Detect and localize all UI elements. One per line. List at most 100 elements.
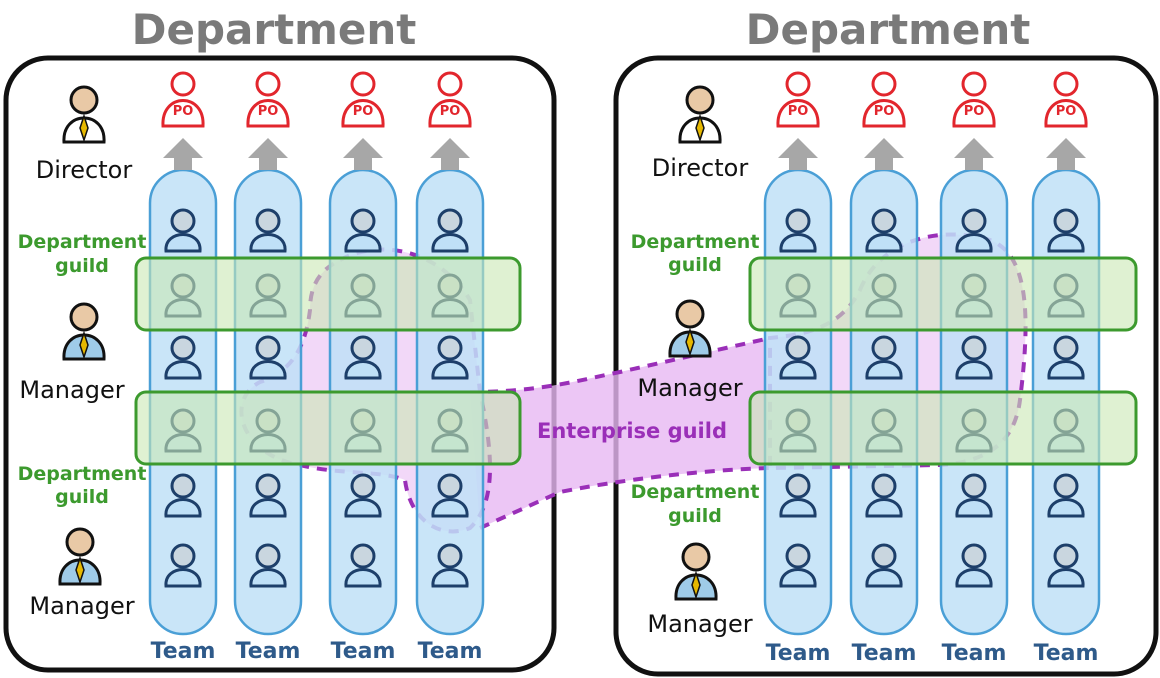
product-owner-left-3: PO: [341, 71, 385, 128]
po-label: PO: [173, 104, 194, 119]
member-head: [437, 208, 463, 234]
team-column-right-4: PO: [1031, 71, 1101, 636]
team-member-right-2-1: [865, 208, 903, 253]
member-head: [871, 208, 897, 234]
member-body: [249, 498, 287, 518]
team-member-left-2-5: [249, 473, 287, 518]
member-head: [961, 473, 987, 499]
member-body: [164, 498, 202, 518]
po-arrow: [778, 138, 818, 170]
team-label-right-2: Team: [852, 641, 917, 666]
member-head: [871, 335, 897, 361]
product-owner-right-4: PO: [1044, 71, 1088, 128]
po-head: [170, 71, 196, 97]
member-head: [871, 473, 897, 499]
department-guild-label-right-upper-line2: guild: [668, 254, 722, 276]
department-guild-label-left-lower-line2: guild: [55, 486, 109, 508]
po-arrow: [343, 138, 383, 170]
member-body: [779, 568, 817, 588]
member-body: [164, 233, 202, 253]
team-label-right-1: Team: [766, 641, 831, 666]
member-head: [1053, 208, 1079, 234]
member-head: [785, 208, 811, 234]
member-body: [344, 568, 382, 588]
team-column-right-2: PO: [849, 71, 919, 636]
product-owner-right-2: PO: [862, 71, 906, 128]
po-body: [862, 99, 906, 128]
leader-head: [69, 85, 99, 115]
member-body: [431, 498, 469, 518]
po-arrow: [954, 138, 994, 170]
po-body: [161, 99, 205, 128]
department-guild-bar-right-lower: [748, 390, 1138, 466]
tie-icon: [695, 113, 705, 143]
manager-figure-right-lower: [674, 542, 718, 601]
member-body: [955, 498, 993, 518]
member-body: [779, 498, 817, 518]
team-column-left-4: PO: [415, 71, 485, 636]
member-head: [350, 208, 376, 234]
po-label: PO: [258, 104, 279, 119]
po-label: PO: [964, 104, 985, 119]
department-frame-right: [613, 55, 1159, 677]
member-head: [871, 543, 897, 569]
member-head: [961, 208, 987, 234]
director-label-left: Director: [36, 156, 133, 184]
enterprise-guild-bridge-bottom-edge: [479, 466, 771, 530]
team-member-left-2-3: [249, 335, 287, 380]
team-column-right-3: PO: [939, 71, 1009, 636]
team-label-left-4: Team: [418, 639, 483, 664]
team-member-right-3-3: [955, 335, 993, 380]
member-head: [785, 335, 811, 361]
tie-icon: [75, 555, 85, 585]
team-member-left-4-3: [431, 335, 469, 380]
po-body: [246, 99, 290, 128]
product-owner-left-4: PO: [428, 71, 472, 128]
member-head: [255, 473, 281, 499]
team-member-left-4-1: [431, 208, 469, 253]
po-arrow: [1046, 138, 1086, 170]
team-member-left-1-3: [164, 335, 202, 380]
department-guild-bar-left-lower: [134, 390, 522, 466]
member-body: [955, 568, 993, 588]
team-member-left-3-1: [344, 208, 382, 253]
po-label: PO: [440, 104, 461, 119]
enterprise-guild-bridge: [470, 338, 770, 528]
po-head: [350, 71, 376, 97]
department-title-right: Department: [746, 5, 1031, 54]
po-head: [437, 71, 463, 97]
member-body: [431, 233, 469, 253]
tie-icon: [685, 327, 695, 357]
team-member-left-3-3: [344, 335, 382, 380]
team-member-left-1-6: [164, 543, 202, 588]
po-head: [785, 71, 811, 97]
department-title-left: Department: [132, 5, 417, 54]
team-member-right-3-5: [955, 473, 993, 518]
po-arrow: [430, 138, 470, 170]
member-head: [350, 543, 376, 569]
product-owner-left-1: PO: [161, 71, 205, 128]
member-head: [785, 543, 811, 569]
member-body: [1047, 360, 1085, 380]
team-member-left-1-1: [164, 208, 202, 253]
member-body: [865, 568, 903, 588]
product-owner-right-1: PO: [776, 71, 820, 128]
enterprise-guild-label: Enterprise guild: [537, 419, 727, 443]
member-body: [955, 233, 993, 253]
member-body: [431, 568, 469, 588]
manager-label-right-lower: Manager: [647, 610, 752, 638]
team-member-right-1-1: [779, 208, 817, 253]
member-head: [961, 543, 987, 569]
leader-head: [675, 299, 705, 329]
director-figure-left: [62, 85, 106, 144]
department-guild-label-left-upper-line1: Department: [18, 231, 147, 253]
team-member-left-1-5: [164, 473, 202, 518]
manager-label-right-upper: Manager: [637, 374, 742, 402]
tie-icon: [79, 330, 89, 360]
team-column-left-1: PO: [148, 71, 218, 636]
team-member-right-3-1: [955, 208, 993, 253]
team-label-left-1: Team: [151, 639, 216, 664]
member-head: [350, 335, 376, 361]
po-label: PO: [788, 104, 809, 119]
